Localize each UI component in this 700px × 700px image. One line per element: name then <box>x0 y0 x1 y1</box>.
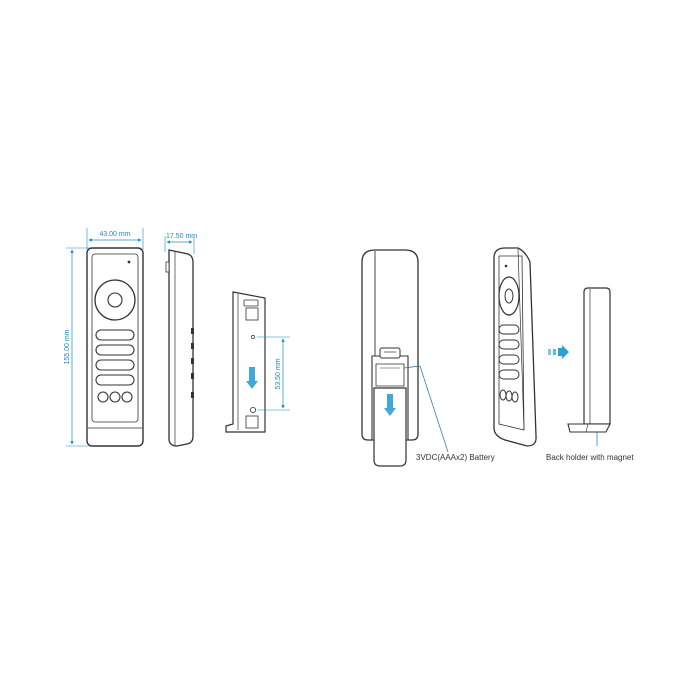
round-button-3 <box>121 391 133 403</box>
holder-spacing-dimension-label: 53.50 mm <box>275 358 282 389</box>
front-view: 43.00 mm 155.00 mm <box>64 228 144 447</box>
battery-view: 3VDC(AAAx2) Battery <box>361 249 495 467</box>
arrow-down-icon <box>246 367 258 389</box>
button-row-4 <box>95 374 135 386</box>
button-row-1 <box>95 329 135 341</box>
battery-cover <box>373 387 407 467</box>
button-row-3 <box>95 359 135 371</box>
height-dimension-label: 155.00 mm <box>64 329 71 364</box>
holder-view: 53.50 mm <box>225 291 290 433</box>
angled-remote-view <box>493 247 537 447</box>
arrow-down-icon <box>384 394 396 416</box>
holder-body <box>225 291 266 433</box>
side-view: 17.50 mm <box>164 233 197 447</box>
round-button-2 <box>109 391 121 403</box>
button-row-2 <box>95 344 135 356</box>
led-indicator <box>127 260 131 264</box>
magnet-holder-body <box>583 287 611 425</box>
holder-base <box>567 423 611 433</box>
arrow-right-icon <box>548 345 569 359</box>
mount-hole-icon <box>249 406 256 413</box>
round-button-1 <box>97 391 109 403</box>
wheel-center-button <box>107 292 123 308</box>
depth-dimension-label: 17.50 mm <box>166 233 197 240</box>
width-dimension-label: 43.00 mm <box>99 231 130 238</box>
holder-label: Back holder with magnet <box>546 453 634 462</box>
battery-label: 3VDC(AAAx2) Battery <box>416 453 495 462</box>
magnet-holder-view: Back holder with magnet <box>546 287 634 462</box>
remote-side-body <box>168 249 194 447</box>
battery-leader-line <box>403 365 421 369</box>
